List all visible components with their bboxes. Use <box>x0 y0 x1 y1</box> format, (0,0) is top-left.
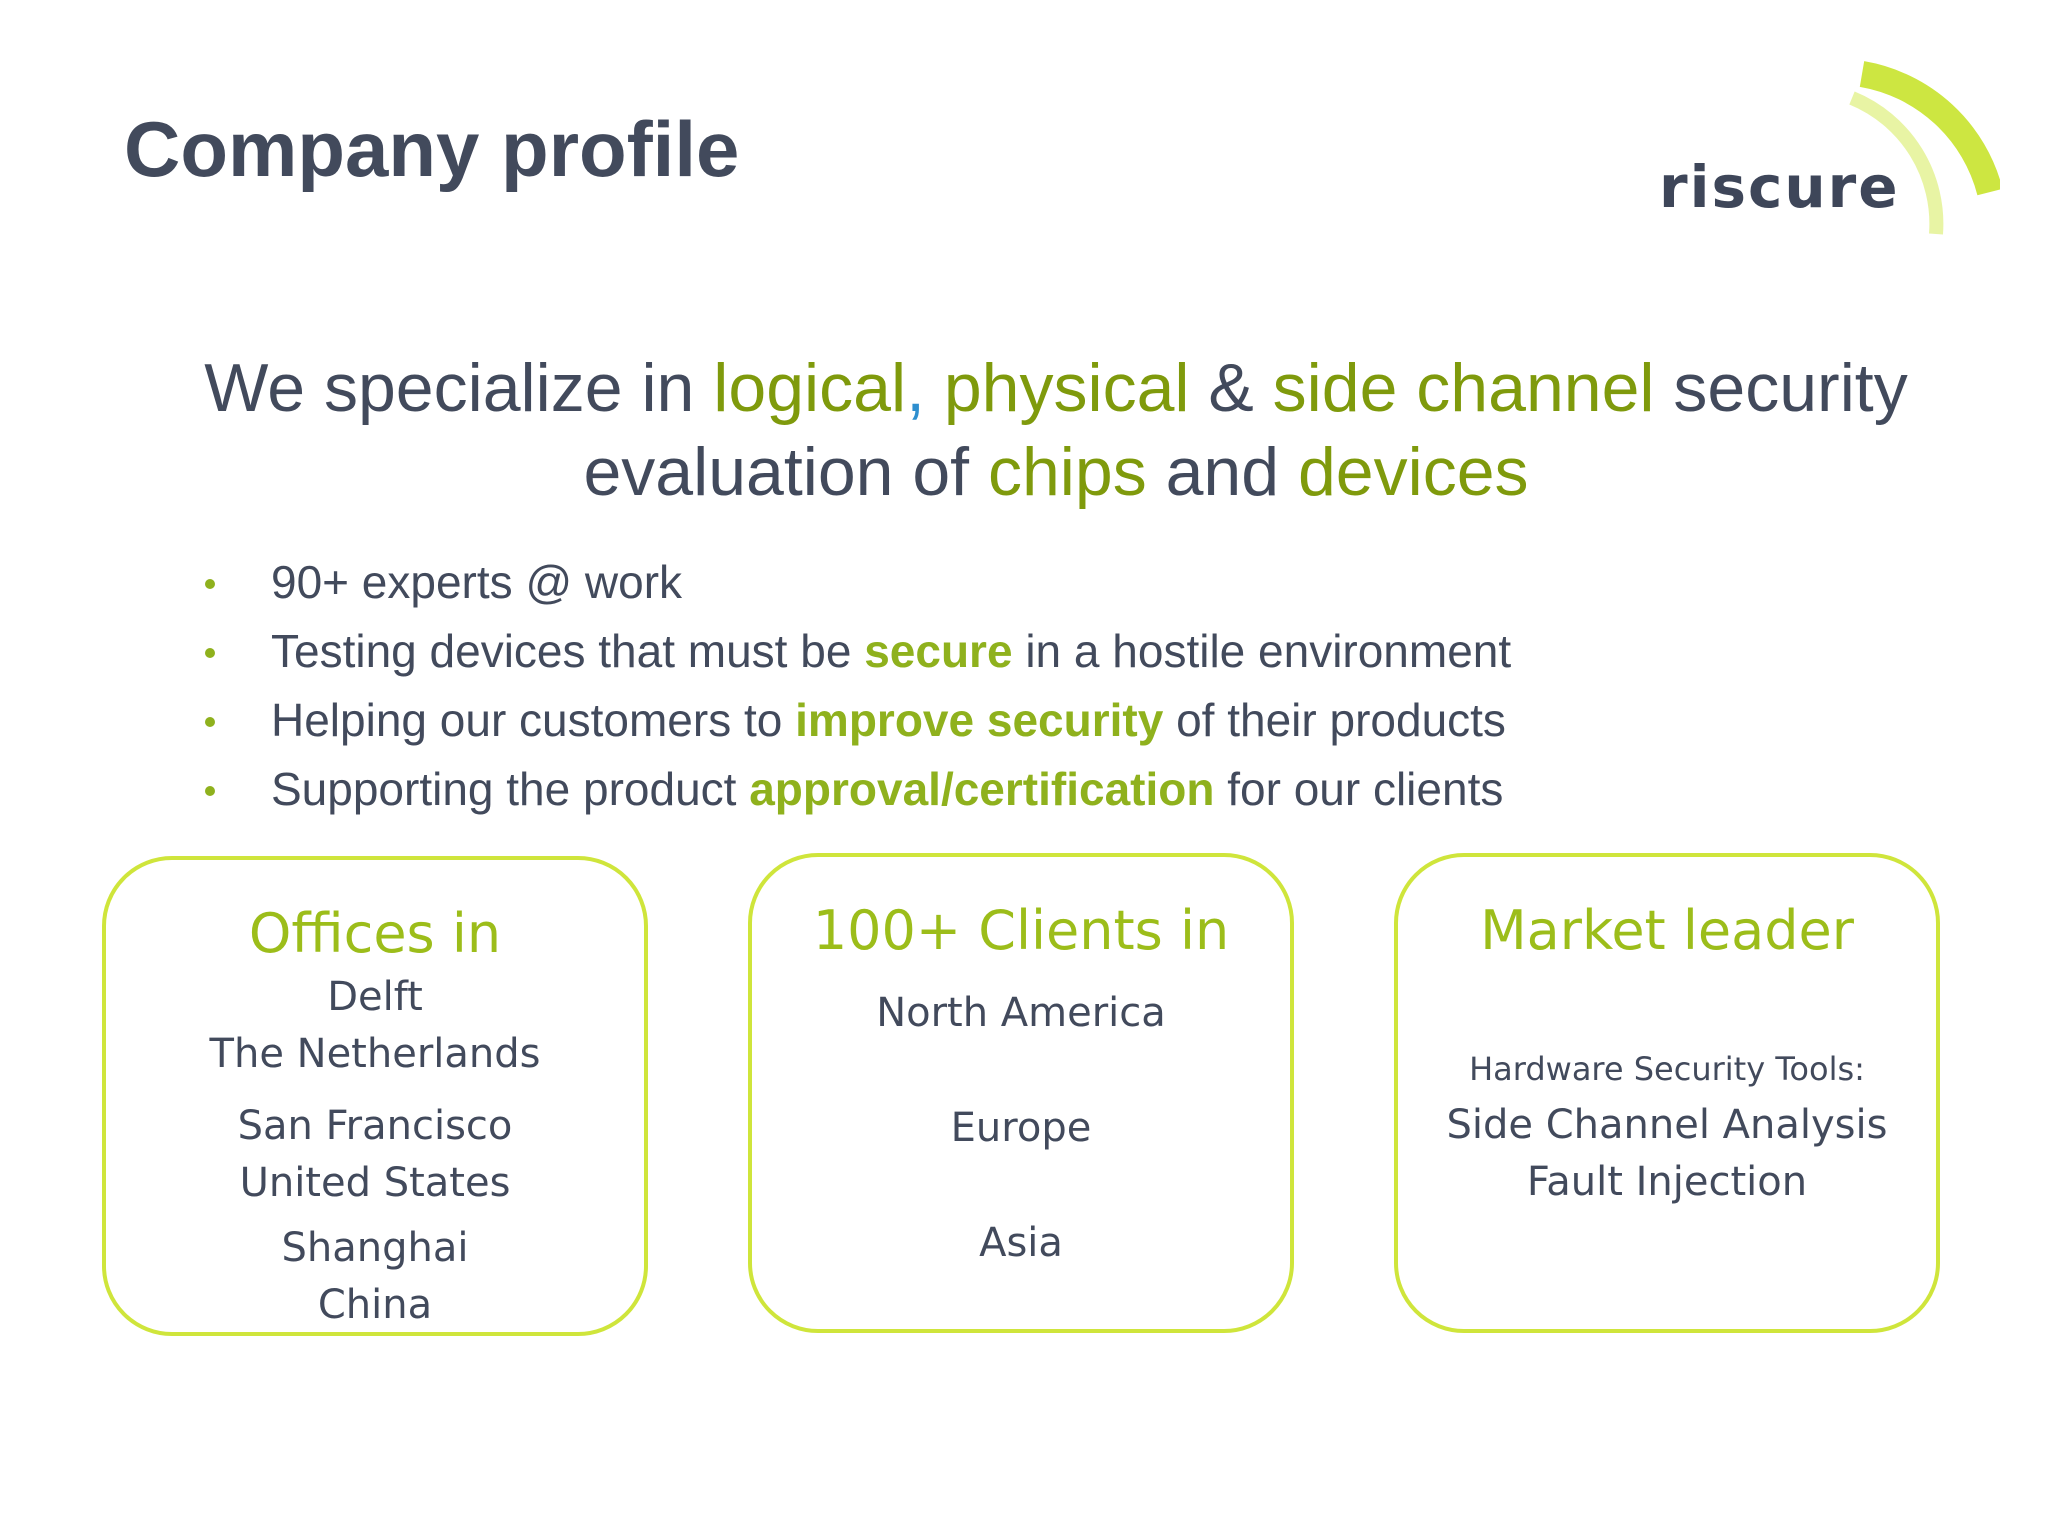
market-subtitle: Hardware Security Tools: <box>1469 1050 1865 1088</box>
headline-highlight: chips <box>987 434 1147 510</box>
bullet-text: Supporting the product <box>271 763 750 815</box>
logo-text: riscure <box>1659 153 1900 221</box>
headline-text: & <box>1189 350 1273 426</box>
headline-highlight: physical <box>924 350 1190 426</box>
headline-text: and <box>1146 434 1298 510</box>
offices-box: Offices in Delft The Netherlands San Fra… <box>102 856 648 1336</box>
headline-comma: , <box>906 350 925 426</box>
office-city: Shanghai <box>281 1225 469 1271</box>
bullet-dot-icon <box>205 717 215 727</box>
headline-text: security <box>1654 350 1908 426</box>
page-title: Company profile <box>124 105 740 193</box>
bullet-text: in a hostile environment <box>1012 625 1512 677</box>
headline-highlight: side channel <box>1272 350 1655 426</box>
market-leader-box: Market leader Hardware Security Tools: S… <box>1394 853 1940 1333</box>
bullet-highlight: secure <box>864 625 1013 677</box>
office-city: San Francisco <box>237 1103 513 1149</box>
headline-line-2: evaluation of chips and devices <box>110 430 2002 514</box>
bullet-item: Helping our customers to improve securit… <box>205 686 1511 755</box>
market-title: Market leader <box>1480 899 1854 962</box>
bullet-text: 90+ experts @ work <box>271 556 683 608</box>
bullet-text: Testing devices that must be <box>271 625 865 677</box>
bullet-highlight: approval/certification <box>749 763 1215 815</box>
clients-title: 100+ Clients in <box>812 899 1230 962</box>
bullet-text: for our clients <box>1214 763 1504 815</box>
bullet-dot-icon <box>205 579 215 589</box>
riscure-logo: riscure <box>1640 60 2000 250</box>
offices-title: Offices in <box>248 902 502 965</box>
headline-highlight: devices <box>1297 434 1529 510</box>
bullet-item: Supporting the product approval/certific… <box>205 755 1511 824</box>
headline-text: We specialize in <box>204 350 714 426</box>
logo-arc-icon <box>1849 61 2000 235</box>
office-city: Delft <box>327 974 423 1020</box>
clients-box: 100+ Clients in North America Europe Asi… <box>748 853 1294 1333</box>
bullet-highlight: improve security <box>795 694 1164 746</box>
office-country: United States <box>239 1160 511 1206</box>
bullet-text: of their products <box>1163 694 1506 746</box>
headline-line-1: We specialize in logical, physical & sid… <box>110 346 2002 430</box>
client-region: Asia <box>979 1220 1063 1266</box>
office-country: China <box>317 1282 433 1328</box>
bullet-item: Testing devices that must be secure in a… <box>205 617 1511 686</box>
market-tool: Fault Injection <box>1526 1159 1808 1205</box>
bullet-list: 90+ experts @ work Testing devices that … <box>205 548 1511 824</box>
headline-text: evaluation of <box>583 434 988 510</box>
market-tool: Side Channel Analysis <box>1446 1102 1888 1148</box>
office-country: The Netherlands <box>209 1031 541 1077</box>
bullet-dot-icon <box>205 786 215 796</box>
headline: We specialize in logical, physical & sid… <box>110 346 2002 514</box>
bullet-text: Helping our customers to <box>271 694 796 746</box>
client-region: Europe <box>950 1105 1092 1151</box>
headline-highlight: logical <box>713 350 907 426</box>
bullet-item: 90+ experts @ work <box>205 548 1511 617</box>
client-region: North America <box>876 990 1166 1036</box>
bullet-dot-icon <box>205 648 215 658</box>
